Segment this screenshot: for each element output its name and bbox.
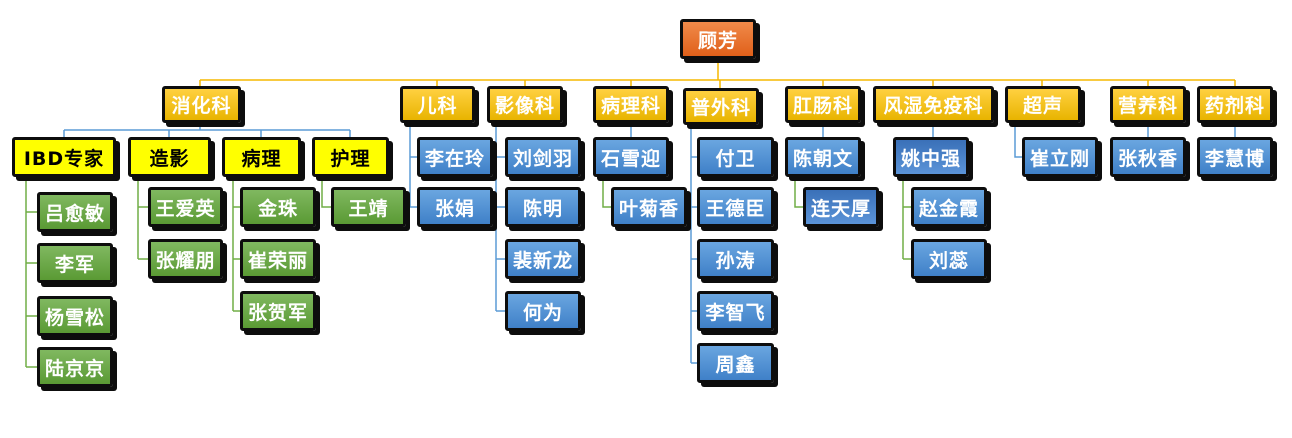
member-node[interactable]: 周鑫 (697, 343, 774, 383)
root-node[interactable]: 顾芳 (680, 19, 756, 59)
blue-connectors (63, 122, 1236, 364)
member-node[interactable]: 王靖 (331, 187, 406, 227)
dept-node[interactable]: 普外科 (683, 88, 759, 125)
member-node[interactable]: 石雪迎 (593, 137, 669, 177)
member-node[interactable]: 王爱英 (148, 187, 223, 227)
root-connectors (199, 58, 1236, 88)
member-node[interactable]: 杨雪松 (37, 296, 113, 336)
member-node[interactable]: 叶菊香 (611, 187, 687, 227)
member-node[interactable]: 连天厚 (803, 187, 879, 227)
member-node[interactable]: 姚中强 (893, 137, 969, 177)
member-node[interactable]: 陈朝文 (785, 137, 861, 177)
member-node[interactable]: 李在玲 (417, 137, 493, 177)
member-node[interactable]: 张贺军 (240, 291, 316, 331)
subgroup-node[interactable]: 病理 (222, 137, 301, 177)
subgroup-node[interactable]: 护理 (312, 137, 389, 177)
member-node[interactable]: 李智飞 (697, 291, 774, 331)
member-node[interactable]: 刘蕊 (911, 239, 987, 279)
member-node[interactable]: 陈明 (505, 187, 581, 227)
dept-node[interactable]: 药剂科 (1197, 86, 1273, 123)
subgroup-node[interactable]: IBD专家 (12, 137, 116, 177)
member-node[interactable]: 陆京京 (37, 347, 113, 387)
dept-node[interactable]: 消化科 (162, 86, 241, 123)
member-node[interactable]: 孙涛 (697, 239, 774, 279)
dept-node[interactable]: 超声 (1005, 86, 1081, 123)
dept-node[interactable]: 儿科 (400, 86, 475, 123)
member-node[interactable]: 刘剑羽 (505, 137, 581, 177)
dept-node[interactable]: 营养科 (1110, 86, 1186, 123)
dept-node[interactable]: 风湿免疫科 (873, 86, 994, 123)
member-node[interactable]: 赵金霞 (911, 187, 987, 227)
member-node[interactable]: 何为 (505, 291, 581, 331)
member-node[interactable]: 张耀朋 (148, 239, 223, 279)
member-node[interactable]: 付卫 (697, 137, 774, 177)
member-node[interactable]: 李军 (37, 243, 113, 283)
dept-node[interactable]: 影像科 (487, 86, 563, 123)
member-node[interactable]: 张秋香 (1110, 137, 1186, 177)
dept-node[interactable]: 肛肠科 (785, 86, 861, 123)
subgroup-node[interactable]: 造影 (128, 137, 211, 177)
member-node[interactable]: 王德臣 (697, 187, 774, 227)
member-node[interactable]: 崔立刚 (1022, 137, 1098, 177)
green-connectors (25, 177, 911, 368)
member-node[interactable]: 崔荣丽 (240, 239, 316, 279)
member-node[interactable]: 金珠 (240, 187, 316, 227)
dept-node[interactable]: 病理科 (593, 86, 669, 123)
member-node[interactable]: 张娟 (417, 187, 493, 227)
member-node[interactable]: 李慧博 (1197, 137, 1273, 177)
member-node[interactable]: 裴新龙 (505, 239, 581, 279)
member-node[interactable]: 吕愈敏 (37, 192, 113, 232)
